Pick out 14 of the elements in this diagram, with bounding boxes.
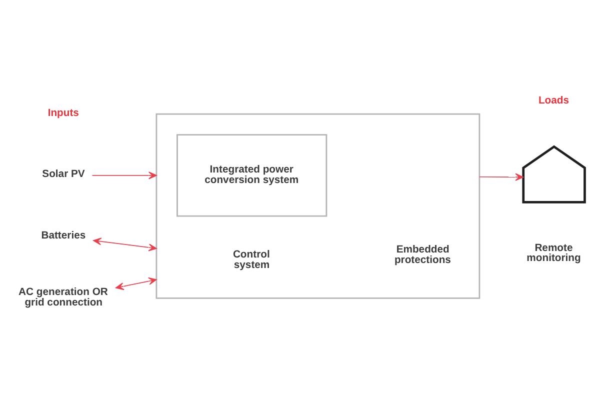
node-text: Batteries [41,230,86,242]
node-box: Integrated power conversion system [176,134,328,217]
node-text: Embedded protections [394,244,451,266]
node-text: Solar PV [42,169,85,180]
arrow [92,172,157,180]
arrow [116,277,157,290]
label: Inputs [48,108,79,119]
arrow [93,238,157,252]
node-text: AC generation OR grid connection [18,287,108,309]
node-text: Control system [232,249,270,271]
node-picture [522,145,586,204]
node-text: Remote monitoring [526,242,581,264]
label: Loads [538,95,570,106]
arrow [479,173,524,181]
